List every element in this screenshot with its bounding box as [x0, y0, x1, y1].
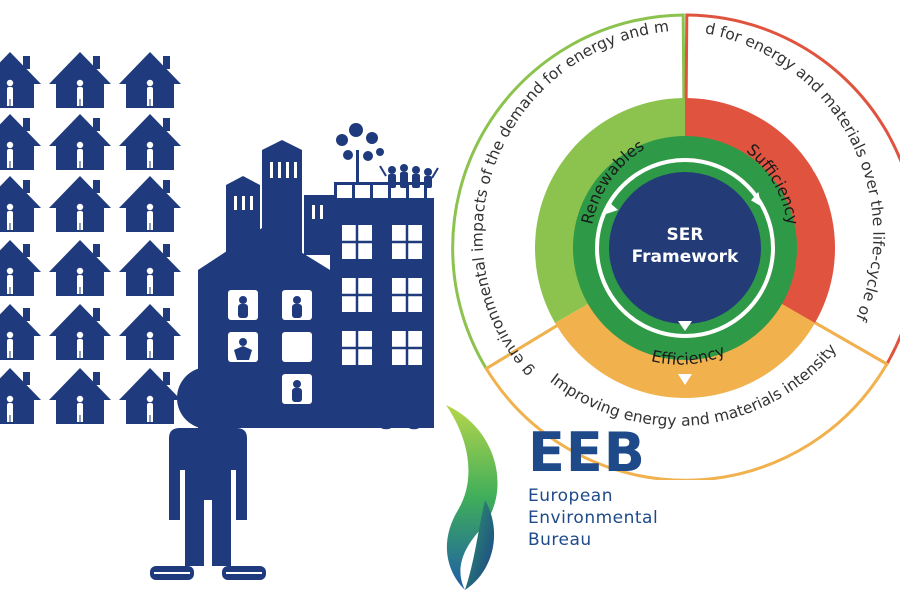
house-icon — [0, 114, 41, 170]
house-icon — [49, 368, 111, 424]
house-icon — [119, 176, 181, 232]
eeb-logo: EEB European Environmental Bureau — [440, 400, 720, 600]
green-band — [573, 136, 797, 360]
house-icon — [119, 304, 181, 360]
house-icon — [119, 368, 181, 424]
center-title-line1: SER — [667, 225, 704, 245]
leaf-logo-icon — [446, 405, 498, 590]
ser-framework-diagram: Reducing environmental impacts of the de… — [450, 0, 900, 480]
house-icon — [0, 368, 41, 424]
housing-illustration — [0, 52, 439, 580]
house-icon — [119, 52, 181, 108]
house-icon — [0, 52, 41, 108]
house-grid — [0, 52, 181, 424]
people-icon — [379, 164, 439, 188]
person-icon — [150, 367, 266, 580]
house-icon — [0, 304, 41, 360]
bicycle-icon — [374, 395, 426, 430]
house-icon — [49, 304, 111, 360]
house-icon — [49, 52, 111, 108]
eeb-name-line2: Environmental — [528, 508, 659, 528]
house-icon — [119, 114, 181, 170]
arrow-markers — [606, 160, 820, 385]
house-icon — [0, 176, 41, 232]
tree-icon — [336, 123, 384, 182]
center-circle — [609, 172, 761, 324]
house-icon — [49, 114, 111, 170]
house-icon — [49, 176, 111, 232]
center-title-line2: Framework — [632, 247, 739, 267]
eeb-name-line1: European — [528, 486, 613, 506]
eeb-name-line3: Bureau — [528, 530, 592, 550]
eeb-acronym: EEB — [528, 421, 646, 484]
house-icon — [49, 240, 111, 296]
house-icon — [119, 240, 181, 296]
house-icon — [0, 240, 41, 296]
